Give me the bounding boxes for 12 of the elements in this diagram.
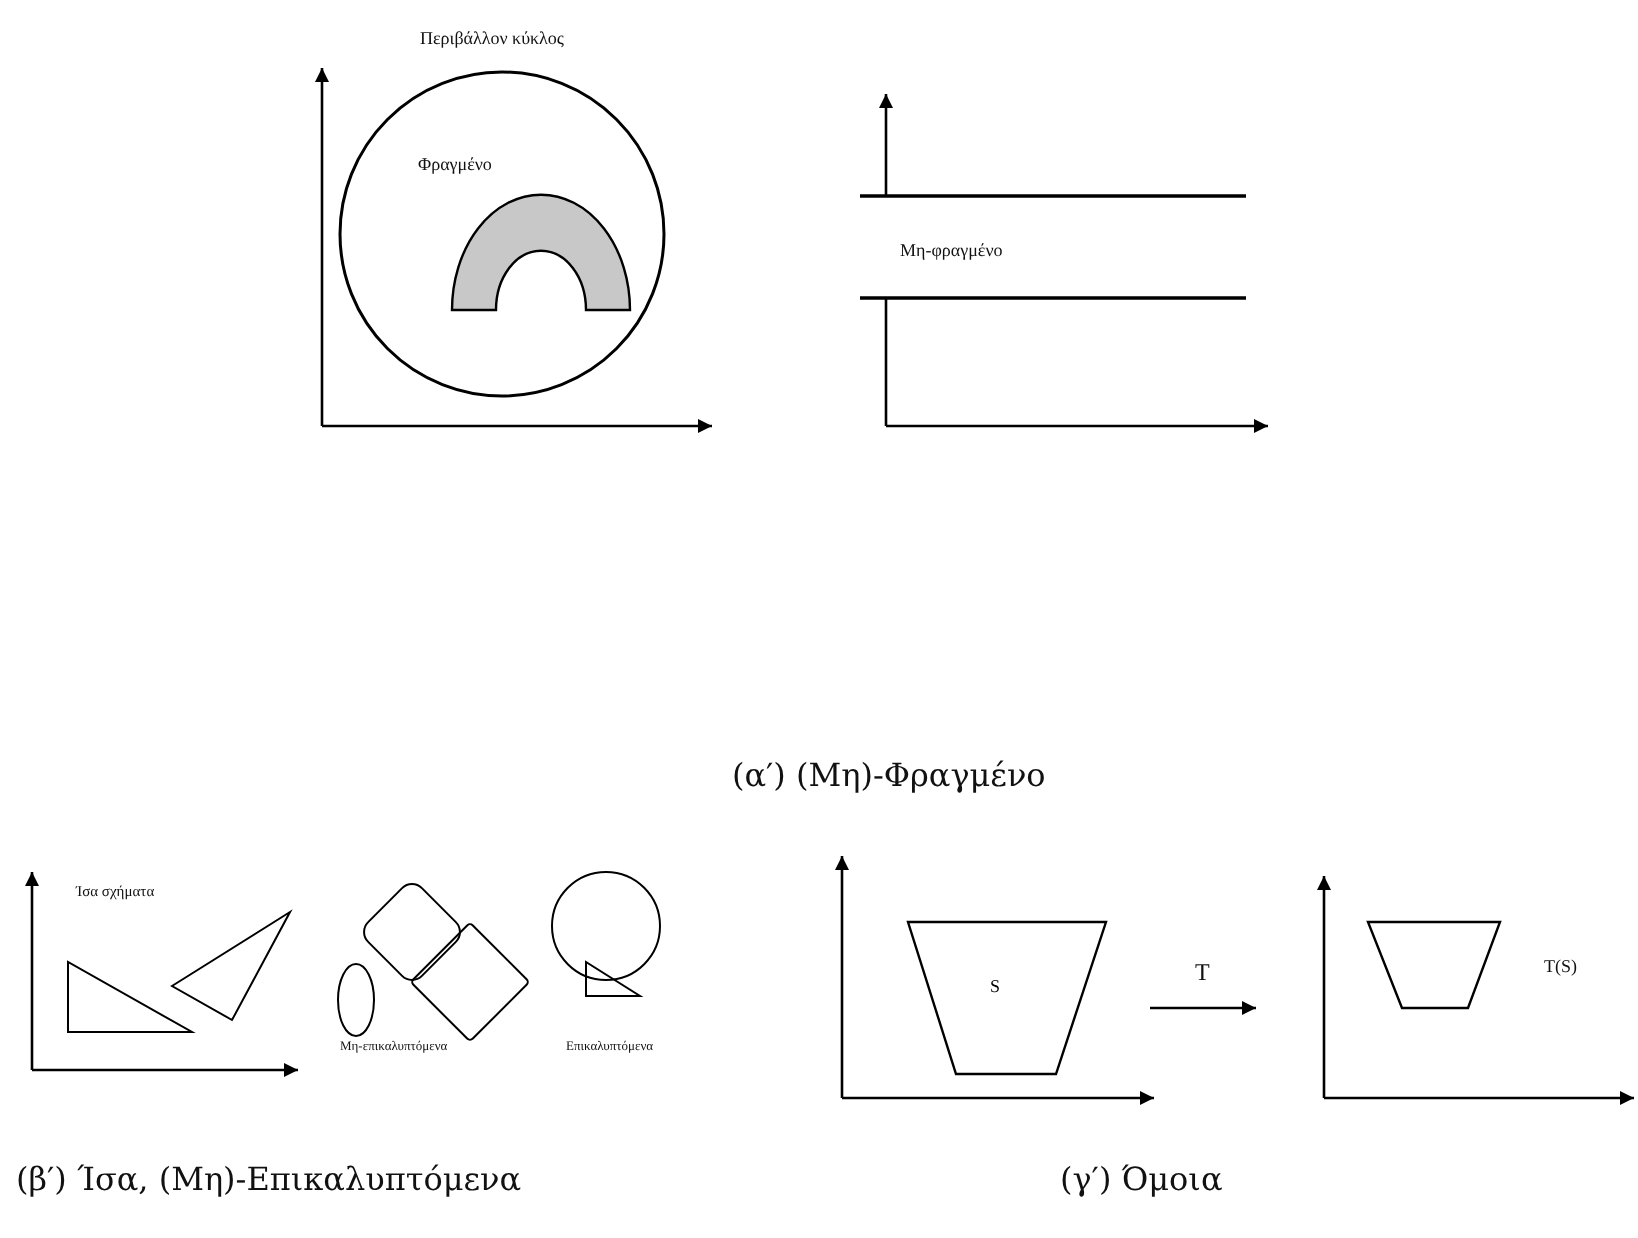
shape-label: S [990, 978, 1001, 996]
subfigure-caption: (α′) (Μη)-Φραγμένο [732, 760, 1046, 792]
shape-label: Φραγμένο [418, 156, 492, 174]
arrow [1150, 1001, 1256, 1015]
shape-label: T(S) [1544, 958, 1577, 976]
trapezoid-shape [1368, 922, 1500, 1008]
edge-label: T [1195, 960, 1210, 984]
trapezoid-shape [908, 922, 1106, 1074]
subfigure-caption: (γ′) Όμοια [1060, 1164, 1223, 1196]
shape-label: Περιβάλλον κύκλος [420, 30, 564, 48]
subfigure-caption: (β′) Ίσα, (Μη)-Επικαλυπτόμενα [16, 1164, 522, 1196]
shape-label: Μη-φραγμένο [900, 242, 1003, 260]
